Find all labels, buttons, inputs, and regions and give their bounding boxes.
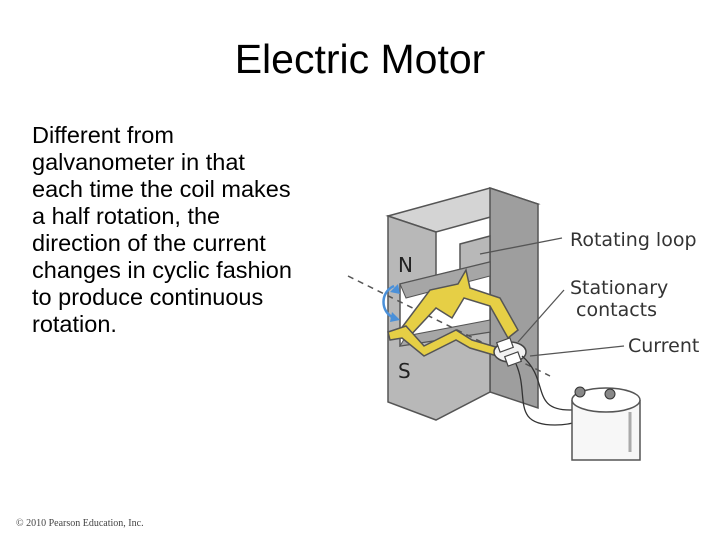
north-pole-label: N (398, 253, 413, 277)
south-pole-label: S (398, 359, 411, 383)
battery (571, 400, 641, 461)
label-rotating-loop: Rotating loop (570, 229, 697, 251)
body-line: rotation. (32, 311, 117, 337)
label-current: Current (628, 335, 699, 357)
rotating-loop (399, 267, 519, 340)
battery-terminal (574, 386, 586, 398)
body-line: to produce continuous (32, 284, 264, 310)
body-text: Different from galvanometer in that each… (32, 122, 362, 338)
north-pole-face (399, 261, 491, 299)
body-line: Different from (32, 122, 174, 148)
rotation-arrow (382, 284, 395, 320)
rotation-arrowhead (390, 284, 400, 294)
body-line: a half rotation, the (32, 203, 221, 229)
battery-top (571, 387, 641, 413)
motor-diagram: N S Rotating loop Stationary contacts Cu… (347, 186, 699, 461)
body-line: direction of the current (32, 230, 266, 256)
pointer-rotating-loop (479, 237, 563, 255)
pointer-stationary-contacts (517, 289, 565, 343)
pointer-current (529, 345, 625, 357)
label-stationary-contacts-line2: contacts (576, 299, 657, 321)
stationary-contact (503, 351, 523, 367)
body-line: galvanometer in that (32, 149, 245, 175)
battery-terminal (604, 388, 616, 400)
body-line: each time the coil makes (32, 176, 291, 202)
slide-title: Electric Motor (234, 36, 486, 82)
rotation-arrowhead (390, 312, 400, 322)
stationary-contact (495, 337, 515, 353)
label-stationary-contacts-line1: Stationary (570, 277, 668, 299)
copyright-notice: © 2010 Pearson Education, Inc. (16, 518, 144, 529)
body-line: changes in cyclic fashion (32, 257, 292, 283)
